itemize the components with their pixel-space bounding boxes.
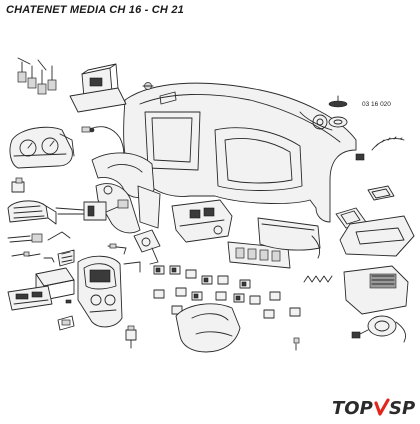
clip-part[interactable] xyxy=(142,82,154,90)
brand-logo: TOP SP xyxy=(330,397,420,419)
dashboard-part[interactable] xyxy=(123,82,357,223)
page-title: CHATENET MEDIA CH 16 - CH 21 xyxy=(6,4,184,16)
center-console-part[interactable] xyxy=(77,255,123,328)
combination-switch-part[interactable] xyxy=(55,199,129,221)
wiring-strips-part[interactable] xyxy=(7,231,71,263)
dash-connector-part[interactable] xyxy=(355,153,365,161)
logo-check-mark-icon xyxy=(374,398,390,416)
topvsp-logo-icon: TOP SP xyxy=(332,398,415,419)
radio-unit-part[interactable] xyxy=(7,267,75,311)
air-vent-left-part[interactable] xyxy=(7,200,57,225)
instrument-cluster-part[interactable] xyxy=(9,126,75,169)
steering-cover-part[interactable] xyxy=(91,152,161,234)
small-fuse-part[interactable] xyxy=(65,299,300,351)
part-number-label: 03 16 020 xyxy=(362,101,391,108)
connector-block-part[interactable] xyxy=(11,177,25,193)
console-brackets-part[interactable] xyxy=(57,243,141,331)
spring-part[interactable] xyxy=(303,275,333,283)
heater-blower-part[interactable] xyxy=(343,265,409,343)
switch-bank-part[interactable] xyxy=(153,265,301,319)
corrugated-hose-part[interactable] xyxy=(371,136,405,151)
ignition-switch-part[interactable] xyxy=(133,229,161,265)
glovebox-lid-part[interactable] xyxy=(257,217,321,259)
center-bracket-part[interactable] xyxy=(171,199,233,243)
console-vent-part[interactable] xyxy=(57,249,75,267)
bulb-holder-part[interactable] xyxy=(125,325,137,349)
fastener-part[interactable] xyxy=(328,95,348,128)
logo-part2: SP xyxy=(389,398,415,419)
relay-connectors-part[interactable] xyxy=(17,57,57,95)
heater-control-part[interactable] xyxy=(227,241,291,269)
column-shroud-part[interactable] xyxy=(175,303,241,353)
logo-part1: TOP xyxy=(332,398,373,419)
relay-box-part[interactable] xyxy=(69,63,127,113)
glovebox-tray-part[interactable] xyxy=(339,215,415,257)
